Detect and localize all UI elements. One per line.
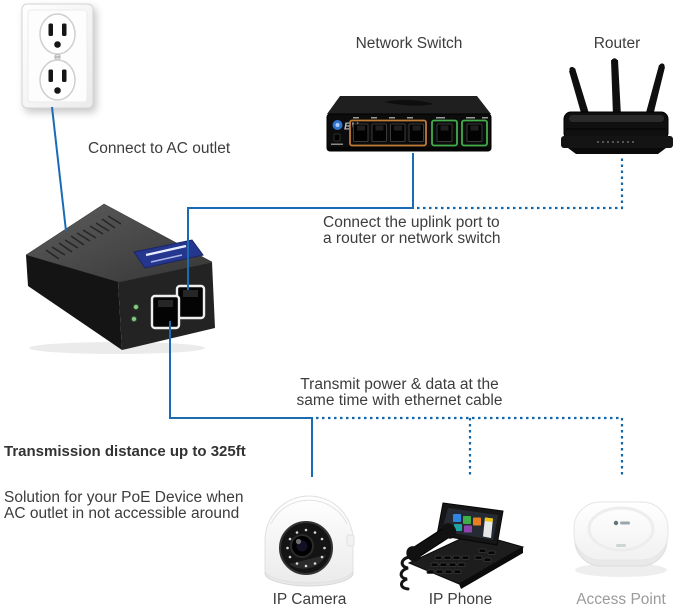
connect-ac-annotation: Connect to AC outlet xyxy=(88,140,231,157)
transmit-annotation-line1: Transmit power & data at the xyxy=(300,376,499,393)
injector-top-label xyxy=(133,239,204,269)
outlet-screw xyxy=(54,53,61,61)
phone-handset xyxy=(406,523,457,562)
cable-dashed-to-access-point xyxy=(316,416,624,477)
phone-screen xyxy=(436,502,504,546)
access-point-illustration xyxy=(573,501,669,577)
ip-phone-label: IP Phone xyxy=(428,591,493,608)
transmit-annotation-line2: same time with ethernet cable xyxy=(296,392,503,409)
outlet-socket-bottom xyxy=(39,59,76,101)
injector-data-power-port xyxy=(175,284,206,320)
phone-cord xyxy=(399,555,411,591)
switch-poe-ports xyxy=(349,119,427,147)
ap-led xyxy=(616,544,626,547)
svg-text:BV: BV xyxy=(344,122,359,133)
injector-led-indicators xyxy=(130,303,140,323)
solution-note-line2: AC outlet in not accessible around xyxy=(4,505,240,522)
ac-outlet-illustration xyxy=(21,3,94,109)
phone-keypad xyxy=(426,548,496,574)
switch-uplink-port-2 xyxy=(461,119,488,147)
transmission-distance-note: Transmission distance up to 325ft xyxy=(4,443,246,460)
cable-dashed-to-router xyxy=(417,156,624,210)
uplink-annotation-line1: Connect the uplink port to xyxy=(323,214,500,231)
network-switch-label: Network Switch xyxy=(355,35,463,52)
solution-note-line1: Solution for your PoE Device when xyxy=(4,489,244,506)
solution-note: Solution for your PoE Device when AC out… xyxy=(4,490,244,522)
uplink-annotation: Connect the uplink port to a router or n… xyxy=(323,215,500,247)
router-led-row xyxy=(597,141,634,143)
uplink-annotation-line2: a router or network switch xyxy=(323,230,501,247)
injector-vents xyxy=(45,215,122,260)
ip-camera-illustration xyxy=(264,495,355,587)
network-switch-illustration: BV xyxy=(326,96,492,152)
poe-injector-illustration xyxy=(25,203,215,354)
ip-camera-label: IP Camera xyxy=(272,591,347,608)
access-point-label: Access Point xyxy=(576,591,666,608)
injector-data-in-port xyxy=(150,294,181,330)
transmit-annotation: Transmit power & data at the same time w… xyxy=(277,377,522,409)
router-label: Router xyxy=(593,35,641,52)
outlet-socket-top xyxy=(39,13,76,55)
switch-brand-logo: BV xyxy=(332,120,359,133)
switch-uplink-port-1 xyxy=(431,119,458,147)
camera-lens xyxy=(279,521,333,575)
ap-brand-logo xyxy=(613,520,630,526)
switch-port-labels xyxy=(353,117,488,119)
switch-reset-button xyxy=(331,133,343,145)
ip-phone-illustration xyxy=(399,502,525,591)
injector-side-face xyxy=(26,255,122,350)
router-illustration xyxy=(561,58,673,154)
router-antennas xyxy=(569,58,665,120)
